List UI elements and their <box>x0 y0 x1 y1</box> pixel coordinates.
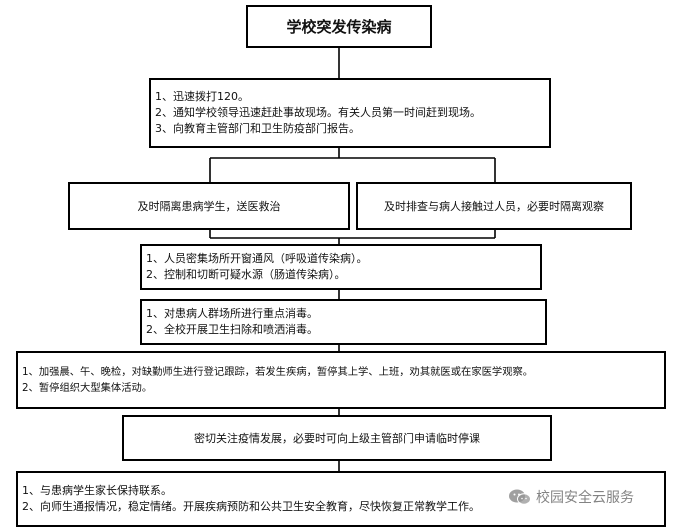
title-box: 学校突发传染病 <box>246 5 432 48</box>
watermark: 校园安全云服务 <box>508 487 634 507</box>
step3-line-1: 1、对患病人群场所进行重点消毒。 <box>146 307 318 320</box>
branch-left-box: 及时隔离患病学生，送医救治 <box>68 182 350 230</box>
step6-box: 1、与患病学生家长保持联系。 2、向师生通报情况，稳定情绪。开展疾病预防和公共卫… <box>16 471 666 527</box>
step4-line-2: 2、暂停组织大型集体活动。 <box>22 382 153 394</box>
branch-left-text: 及时隔离患病学生，送医救治 <box>137 200 281 213</box>
watermark-text: 校园安全云服务 <box>536 490 634 506</box>
step2-box: 1、人员密集场所开窗通风（呼吸道传染病）。 2、控制和切断可疑水源（肠道传染病）… <box>140 244 542 290</box>
step3-box: 1、对患病人群场所进行重点消毒。 2、全校开展卫生扫除和喷洒消毒。 <box>140 299 547 345</box>
step5-box: 密切关注疫情发展，必要时可向上级主管部门申请临时停课 <box>122 415 552 461</box>
title-text: 学校突发传染病 <box>286 18 392 36</box>
step5-text: 密切关注疫情发展，必要时可向上级主管部门申请临时停课 <box>194 432 480 445</box>
wechat-icon <box>508 488 532 506</box>
branch-right-box: 及时排查与病人接触过人员，必要时隔离观察 <box>356 182 632 230</box>
step4-box: 1、加强晨、午、晚检，对缺勤师生进行登记跟踪，若发生疾病，暂停其上学、上班，劝其… <box>16 351 666 409</box>
step1-box: 1、迅速拨打120。 2、通知学校领导迅速赶赴事故现场。有关人员第一时间赶到现场… <box>149 78 551 148</box>
step4-line-1: 1、加强晨、午、晚检，对缺勤师生进行登记跟踪，若发生疾病，暂停其上学、上班，劝其… <box>22 366 534 378</box>
step1-line-2: 2、通知学校领导迅速赶赴事故现场。有关人员第一时间赶到现场。 <box>155 106 481 119</box>
step6-line-1: 1、与患病学生家长保持联系。 <box>22 484 172 497</box>
step6-line-2: 2、向师生通报情况，稳定情绪。开展疾病预防和公共卫生安全教育，尽快恢复正常教学工… <box>22 500 480 513</box>
step2-line-2: 2、控制和切断可疑水源（肠道传染病）。 <box>146 268 346 281</box>
step1-line-1: 1、迅速拨打120。 <box>155 90 249 103</box>
step2-line-1: 1、人员密集场所开窗通风（呼吸道传染病）。 <box>146 252 368 265</box>
step1-line-3: 3、向教育主管部门和卫生防疫部门报告。 <box>155 122 360 135</box>
step3-line-2: 2、全校开展卫生扫除和喷洒消毒。 <box>146 323 318 336</box>
branch-right-text: 及时排查与病人接触过人员，必要时隔离观察 <box>384 200 604 213</box>
